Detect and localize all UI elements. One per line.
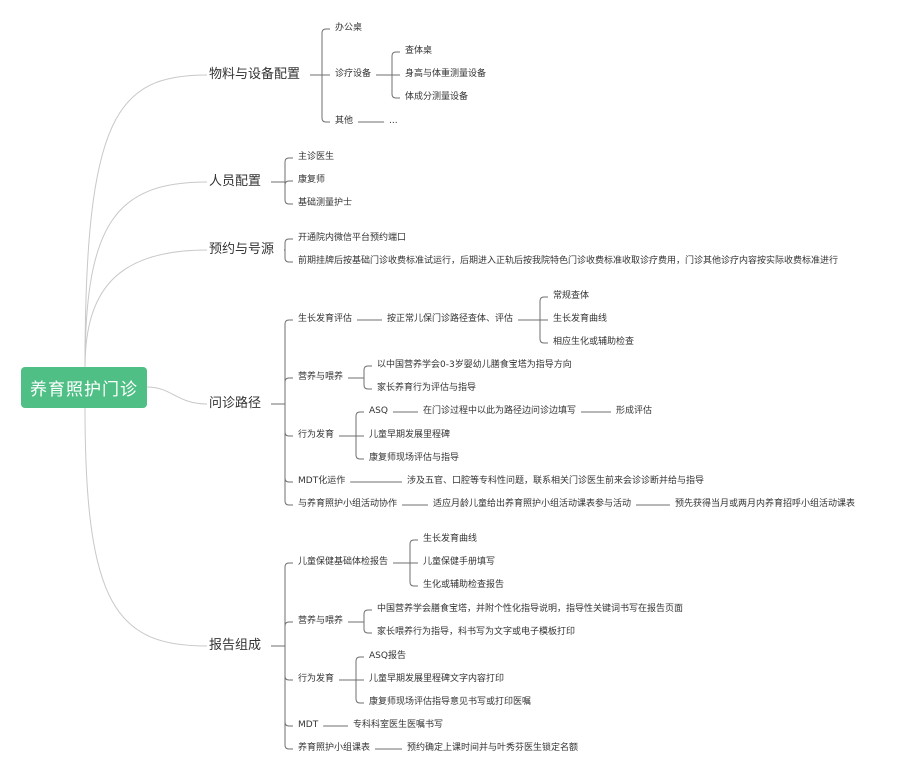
connector-line (284, 404, 293, 437)
subtopic[interactable]: 康复师现场评估指导意见书写或打印医嘱 (368, 697, 533, 708)
connector-line (363, 622, 372, 634)
branch-topic[interactable]: 预约与号源 (207, 241, 277, 257)
subtopic[interactable]: 生化或辅助检查报告 (422, 580, 506, 591)
connector-line (284, 180, 293, 186)
connector-line (284, 377, 293, 404)
subtopic[interactable]: ASQ (368, 406, 389, 417)
connector-line (284, 621, 293, 646)
subtopic[interactable]: 康复师 (297, 175, 327, 186)
subtopic[interactable]: 主诊医生 (297, 152, 336, 163)
connector-line (284, 319, 293, 404)
connector-line (284, 238, 293, 250)
branch-topic[interactable]: 物料与设备配置 (207, 66, 303, 82)
branch-topic[interactable]: 报告组成 (207, 637, 264, 653)
subtopic[interactable]: 营养与喂养 (297, 372, 345, 383)
connector-line (409, 539, 418, 563)
subtopic[interactable]: 查体桌 (404, 46, 434, 57)
connector-line (284, 250, 293, 263)
subtopic[interactable]: ASQ报告 (368, 651, 407, 662)
subtopic[interactable]: 诊疗设备 (334, 69, 373, 80)
subtopic[interactable]: 预约确定上课时间并与叶秀芬医生锁定名额 (406, 743, 580, 754)
subtopic[interactable]: 儿童保健手册填写 (422, 557, 497, 568)
root-topic[interactable]: 养育照护门诊 (21, 367, 147, 408)
connector-line (539, 296, 548, 320)
subtopic[interactable]: 营养与喂养 (297, 616, 345, 627)
subtopic[interactable]: 开通院内微信平台预约端口 (297, 233, 408, 244)
subtopic[interactable]: 儿童早期发展里程碑 (368, 430, 452, 441)
subtopic[interactable]: 常规查体 (552, 291, 591, 302)
connector-line (284, 646, 293, 727)
connector-line (321, 75, 330, 123)
subtopic[interactable]: 相应生化或辅助检查 (552, 337, 636, 348)
subtopic[interactable]: 其他 (334, 116, 355, 127)
subtopic[interactable]: 基础测量护士 (297, 198, 354, 209)
subtopic[interactable]: 康复师现场评估与指导 (368, 453, 461, 464)
connector-line (391, 51, 400, 75)
connector-line (539, 320, 548, 344)
subtopic[interactable]: 行为发育 (297, 430, 336, 441)
subtopic[interactable]: 生长发育曲线 (552, 314, 609, 325)
connector-line (284, 182, 293, 205)
branch-topic[interactable]: 人员配置 (207, 173, 264, 189)
subtopic[interactable]: 在门诊过程中以此为路径边问诊边填写 (422, 406, 578, 417)
connector-line (355, 436, 364, 460)
connector-line (355, 656, 364, 680)
subtopic[interactable]: 中国营养学会膳食宝塔，并附个性化指导说明，指导性关键词书写在报告页面 (376, 604, 685, 615)
subtopic[interactable]: 家长养育行为评估与指导 (376, 383, 478, 394)
connector-line (146, 386, 208, 405)
subtopic[interactable]: 与养育照护小组活动协作 (297, 499, 399, 510)
connector-line (284, 404, 293, 483)
subtopic[interactable]: 按正常儿保门诊路径查体、评估 (386, 314, 515, 325)
connector-line (321, 28, 330, 75)
connector-line (355, 411, 364, 436)
connector-line (84, 407, 208, 647)
subtopic[interactable]: 家长喂养行为指导，科书写为文字或电子模板打印 (376, 627, 577, 638)
connector-line (391, 75, 400, 99)
subtopic[interactable]: 儿童保健基础体检报告 (297, 557, 390, 568)
connector-line (284, 646, 293, 681)
connector-line (363, 378, 372, 390)
connector-line (284, 646, 293, 750)
connector-line (409, 563, 418, 587)
connector-line (355, 680, 364, 704)
subtopic[interactable]: 以中国营养学会0-3岁婴幼儿膳食宝塔为指导方向 (376, 360, 573, 371)
connector-line (363, 365, 372, 378)
subtopic[interactable]: 适应月龄儿童给出养育照护小组活动课表参与活动 (432, 499, 633, 510)
subtopic[interactable]: 形成评估 (615, 406, 654, 417)
branch-topic[interactable]: 问诊路径 (207, 395, 264, 411)
subtopic[interactable]: 养育照护小组课表 (297, 743, 372, 754)
subtopic[interactable]: 办公桌 (334, 23, 364, 34)
subtopic[interactable]: MDT (297, 720, 320, 731)
subtopic[interactable]: 体成分测量设备 (404, 92, 470, 103)
subtopic[interactable]: 儿童早期发展里程碑文字内容打印 (368, 674, 506, 685)
subtopic[interactable]: 行为发育 (297, 674, 336, 685)
connector-line (284, 562, 293, 646)
subtopic[interactable]: MDT化运作 (297, 476, 347, 487)
connector-line (84, 74, 208, 369)
subtopic[interactable]: 生长发育评估 (297, 314, 354, 325)
connector-line (284, 404, 293, 506)
subtopic[interactable]: ... (388, 116, 399, 127)
subtopic[interactable]: 专科科室医生医嘱书写 (352, 720, 445, 731)
subtopic[interactable]: 预先获得当月或两月内养育招呼小组活动课表 (674, 499, 857, 510)
subtopic[interactable]: 前期挂牌后按基础门诊收费标准试运行，后期进入正轨后按我院特色门诊收费标准收取诊疗… (297, 256, 840, 267)
connector-line (84, 249, 208, 369)
subtopic[interactable]: 涉及五官、口腔等专科性问题，联系相关门诊医生前来会诊诊断并给与指导 (406, 476, 706, 487)
connector-line (363, 609, 372, 622)
subtopic[interactable]: 生长发育曲线 (422, 534, 479, 545)
connector-line (84, 181, 208, 369)
connector-line (284, 157, 293, 182)
subtopic[interactable]: 身高与体重测量设备 (404, 69, 488, 80)
